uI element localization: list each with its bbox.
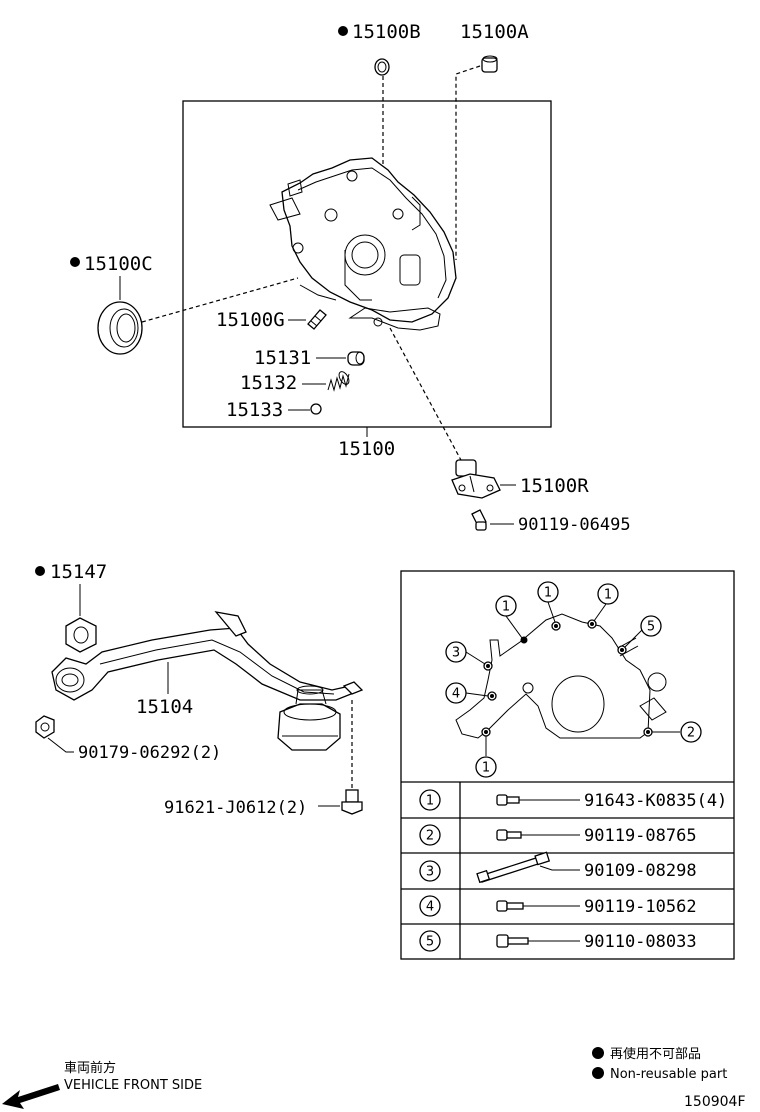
oil-pump-body[interactable]: [269, 157, 457, 331]
bolt-part-number: 91643-K0835(4): [584, 791, 727, 811]
leader-15100a: [455, 65, 481, 260]
locator-bolt-mark: [646, 730, 650, 734]
nut-90179-06292[interactable]: [35, 715, 55, 739]
front-arrow-icon: [2, 1084, 60, 1109]
svg-text:3: 3: [426, 865, 434, 880]
svg-text:1: 1: [502, 600, 510, 615]
locator-bolt-mark: [484, 730, 488, 734]
diagram-code: 150904F: [684, 1094, 746, 1110]
table-row[interactable]: 4 90119-10562: [419, 895, 697, 917]
plug-15133[interactable]: [310, 403, 322, 415]
callout-leader: [465, 651, 486, 665]
svg-text:1: 1: [544, 586, 552, 601]
locator-bolt-mark: [620, 648, 624, 652]
callout-leader: [593, 603, 607, 622]
locator-bolt-mark: [486, 664, 490, 668]
non-reusable-dot: [70, 257, 80, 267]
label-15100a[interactable]: 15100A: [460, 21, 529, 43]
table-row[interactable]: 2 90119-08765: [419, 824, 697, 846]
locator-bolt-mark: [520, 636, 528, 644]
label-90119-06495[interactable]: 90119-06495: [518, 515, 631, 535]
table-row[interactable]: 1 91643-K0835(4): [419, 789, 727, 811]
callout-1[interactable]: 1: [495, 595, 517, 617]
bolt-91621-j0612[interactable]: [341, 789, 363, 815]
svg-text:4: 4: [426, 900, 434, 915]
stud-15100g[interactable]: [307, 309, 327, 330]
bolt-table: [401, 781, 734, 959]
non-reusable-dot: [338, 26, 348, 36]
callout-1[interactable]: 1: [475, 756, 497, 778]
bolt-icon: [496, 794, 580, 806]
leader-15100r-dash: [389, 327, 463, 463]
legend-en: Non-reusable part: [610, 1067, 727, 1082]
spring-15132[interactable]: [327, 370, 351, 392]
callout-1[interactable]: 1: [597, 583, 619, 605]
locator-pump-outline: [455, 613, 667, 739]
leader-90179: [47, 737, 74, 753]
locator-bolt-mark: [554, 624, 558, 628]
label-15133[interactable]: 15133: [226, 399, 283, 421]
callout-2[interactable]: 2: [680, 721, 702, 743]
label-15100g[interactable]: 15100G: [216, 309, 285, 331]
bolt-icon: [496, 900, 580, 912]
legend-dot: [592, 1067, 604, 1079]
table-row[interactable]: 3 90109-08298: [419, 851, 697, 884]
front-side-en: VEHICLE FRONT SIDE: [64, 1078, 202, 1093]
callout-1[interactable]: 1: [537, 581, 559, 603]
label-15100b[interactable]: 15100B: [352, 21, 421, 43]
svg-text:4: 4: [452, 687, 460, 702]
label-15131[interactable]: 15131: [254, 347, 311, 369]
sensor-15100r[interactable]: [451, 459, 501, 499]
bolt-icon: [496, 934, 580, 948]
label-15104[interactable]: 15104: [136, 696, 193, 718]
locator-panel: [400, 570, 735, 960]
callout-leader: [505, 615, 523, 639]
non-reusable-dot: [35, 566, 45, 576]
o-ring-15100b[interactable]: [374, 58, 390, 76]
label-90179-06292[interactable]: 90179-06292(2): [78, 743, 221, 763]
svg-text:5: 5: [647, 620, 655, 635]
bolt-90119-06495[interactable]: [471, 509, 487, 531]
front-side-jp: 車両前方: [64, 1060, 116, 1076]
label-15100r[interactable]: 15100R: [520, 475, 589, 497]
bolt-part-number: 90119-08765: [584, 826, 697, 846]
bolt-part-number: 90119-10562: [584, 897, 697, 917]
label-15132[interactable]: 15132: [240, 372, 297, 394]
bolt-part-number: 90110-08033: [584, 932, 697, 952]
gasket-15147[interactable]: [65, 617, 97, 653]
legend-dot: [592, 1047, 604, 1059]
oil-strainer-15104[interactable]: [51, 611, 364, 751]
stud-icon: [476, 851, 580, 884]
callout-leader: [465, 692, 489, 697]
svg-text:2: 2: [426, 829, 434, 844]
label-15147[interactable]: 15147: [50, 561, 107, 583]
label-15100c[interactable]: 15100C: [84, 253, 153, 275]
table-row[interactable]: 5 90110-08033: [419, 930, 697, 952]
locator-bolt-mark: [490, 694, 494, 698]
bolt-icon: [496, 829, 580, 841]
locator-bolt-mark: [590, 622, 594, 626]
svg-text:1: 1: [604, 588, 612, 603]
dowel-pin-15100a[interactable]: [481, 55, 498, 73]
svg-text:3: 3: [452, 646, 460, 661]
label-15100[interactable]: 15100: [338, 438, 395, 460]
leader-seal-dash: [141, 277, 299, 323]
legend-jp: 再使用不可部品: [610, 1046, 701, 1062]
oil-seal-15100c[interactable]: [97, 301, 143, 355]
relief-valve-15131[interactable]: [347, 351, 365, 366]
svg-text:5: 5: [426, 935, 434, 950]
callout-leader: [547, 601, 556, 623]
callout-5[interactable]: 5: [640, 615, 662, 637]
callout-4[interactable]: 4: [445, 682, 467, 704]
label-91621-j0612[interactable]: 91621-J0612(2): [164, 798, 307, 818]
svg-text:1: 1: [426, 794, 434, 809]
svg-text:2: 2: [687, 726, 695, 741]
callout-leader: [624, 629, 643, 648]
svg-text:1: 1: [482, 761, 490, 776]
callout-3[interactable]: 3: [445, 641, 467, 663]
bolt-part-number: 90109-08298: [584, 861, 697, 881]
